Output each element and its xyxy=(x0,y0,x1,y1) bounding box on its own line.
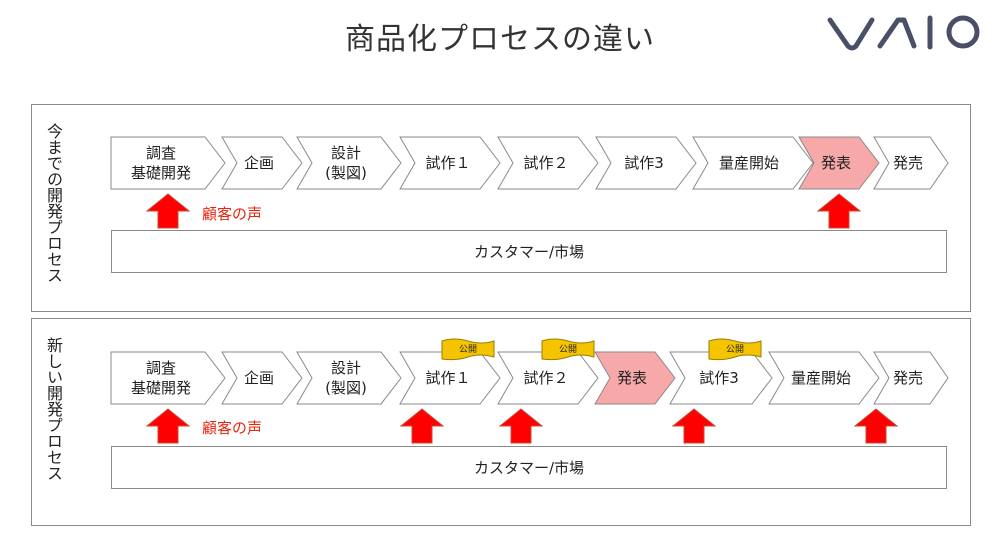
old-step-research-label: 調査 基礎開発 xyxy=(130,144,191,182)
old-market-bar: カスタマー/市場 xyxy=(111,230,947,273)
public-flag-proto2: 公開 xyxy=(540,337,596,363)
public-flag-proto3-label: 公開 xyxy=(725,344,744,355)
proto2-feedback-arrow xyxy=(498,408,544,444)
old-step-announcement-label: 発表 xyxy=(820,154,851,172)
old-step-proto2: 試作２ xyxy=(497,136,599,190)
old-step-design-label: 設計 (製図) xyxy=(325,144,367,182)
new-process-label: 新しい開発プロセス xyxy=(44,337,63,481)
new-step-proto3-label: 試作3 xyxy=(699,369,739,387)
new-step-announcement-label: 発表 xyxy=(616,369,647,387)
old-step-proto1-label: 試作１ xyxy=(425,154,471,172)
release-feedback-arrow xyxy=(853,408,899,444)
new-step-announcement: 発表 xyxy=(594,351,676,405)
old-step-proto3: 試作3 xyxy=(595,136,697,190)
old-step-proto1: 試作１ xyxy=(399,136,501,190)
public-flag-proto1: 公開 xyxy=(440,337,496,363)
old-step-design: 設計 (製図) xyxy=(296,136,402,190)
old-step-proto3-label: 試作3 xyxy=(624,154,664,172)
new-step-proto3: 試作3 xyxy=(669,351,773,405)
new-step-research: 調査 基礎開発 xyxy=(110,351,226,405)
old-announce-arrow xyxy=(816,193,862,229)
old-step-mass-production: 量産開始 xyxy=(692,136,814,190)
old-voice-label: 顧客の声 xyxy=(202,205,263,223)
new-voice-label: 顧客の声 xyxy=(202,419,263,437)
vaio-logo xyxy=(826,12,984,52)
old-step-release: 発売 xyxy=(873,136,949,190)
old-step-research: 調査 基礎開発 xyxy=(110,136,226,190)
new-process-panel: 新しい開発プロセス 調査 基礎開発 企画 設計 (製図) 試作１ 試作２ 発表 … xyxy=(31,318,971,526)
proto3-feedback-arrow xyxy=(671,408,717,444)
new-step-research-label: 調査 基礎開発 xyxy=(130,359,191,397)
new-step-design: 設計 (製図) xyxy=(296,351,402,405)
public-flag-proto2-label: 公開 xyxy=(558,344,577,355)
old-process-panel: 今までの開発プロセス 調査 基礎開発 企画 設計 (製図) 試作１ 試作２ 試作… xyxy=(31,104,971,312)
public-flag-proto3: 公開 xyxy=(707,337,763,363)
old-step-proto2-label: 試作２ xyxy=(523,154,569,172)
old-step-mass-production-label: 量産開始 xyxy=(718,154,779,172)
old-process-label: 今までの開発プロセス xyxy=(44,123,63,283)
page-title: 商品化プロセスの違い xyxy=(345,22,655,57)
new-market-bar: カスタマー/市場 xyxy=(111,446,947,489)
new-voice-arrow xyxy=(145,408,191,444)
old-voice-arrow xyxy=(145,193,191,229)
old-step-planning-label: 企画 xyxy=(243,154,274,172)
new-step-mass-production: 量産開始 xyxy=(768,351,880,405)
new-step-proto2-label: 試作２ xyxy=(523,369,569,387)
public-flag-proto1-label: 公開 xyxy=(458,344,477,355)
old-step-release-label: 発売 xyxy=(892,154,923,172)
new-step-design-label: 設計 (製図) xyxy=(325,359,367,397)
old-step-planning: 企画 xyxy=(221,136,303,190)
new-step-proto1-label: 試作１ xyxy=(425,369,471,387)
new-step-planning-label: 企画 xyxy=(243,369,274,387)
new-step-release-label: 発売 xyxy=(892,369,923,387)
new-step-planning: 企画 xyxy=(221,351,303,405)
new-step-mass-production-label: 量産開始 xyxy=(790,369,851,387)
new-step-proto2: 試作２ xyxy=(497,351,599,405)
proto1-feedback-arrow xyxy=(399,408,445,444)
old-step-announcement: 発表 xyxy=(798,136,880,190)
new-step-release: 発売 xyxy=(873,351,949,405)
